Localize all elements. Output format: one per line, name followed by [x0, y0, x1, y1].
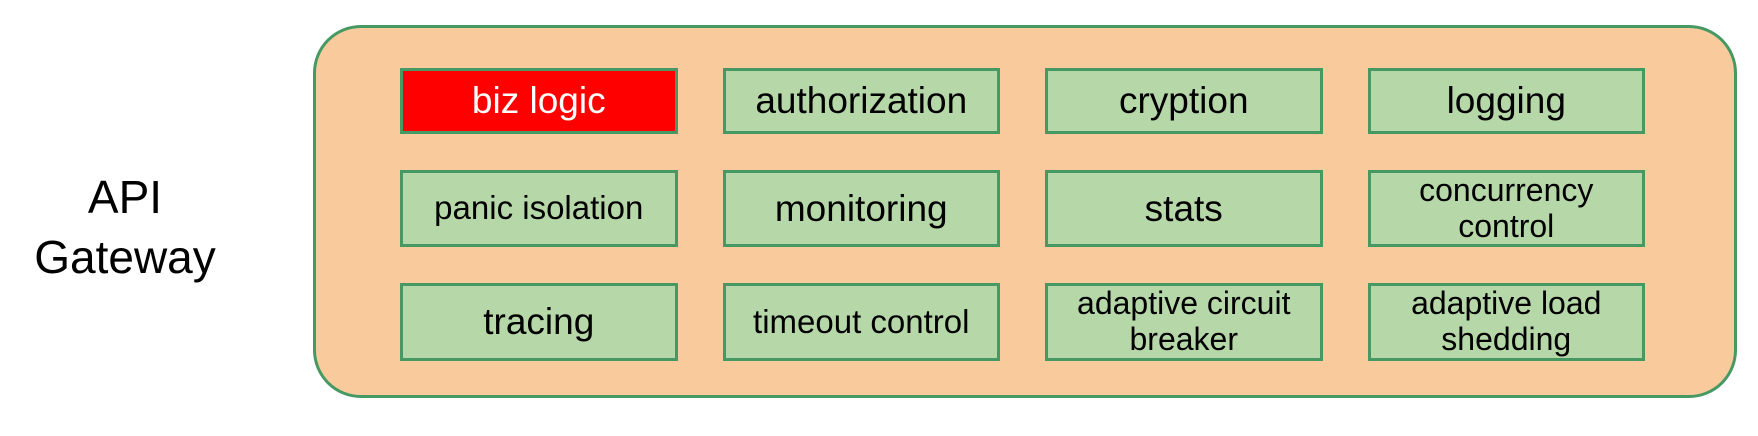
module-box-adaptive-circuit-breaker: adaptive circuit breaker — [1045, 283, 1323, 361]
module-box-timeout-control: timeout control — [722, 283, 1000, 361]
api-gateway-title: API Gateway — [34, 171, 216, 283]
api-gateway-container: biz logic authorization cryption logging pan… — [313, 25, 1737, 398]
module-box-concurrency-control: concurrency control — [1367, 169, 1645, 248]
module-box-tracing: tracing — [400, 283, 678, 361]
module-box-monitoring: monitoring — [722, 169, 1000, 248]
module-box-panic-isolation: panic isolation — [400, 169, 678, 248]
module-box-logging: logging — [1367, 68, 1645, 134]
module-box-stats: stats — [1045, 169, 1323, 248]
module-box-adaptive-load-shedding: adaptive load shedding — [1367, 283, 1645, 361]
module-box-cryption: cryption — [1045, 68, 1323, 134]
modules-grid: biz logic authorization cryption logging pan… — [400, 68, 1645, 361]
module-box-authorization: authorization — [722, 68, 1000, 134]
module-box-biz-logic: biz logic — [400, 68, 678, 134]
